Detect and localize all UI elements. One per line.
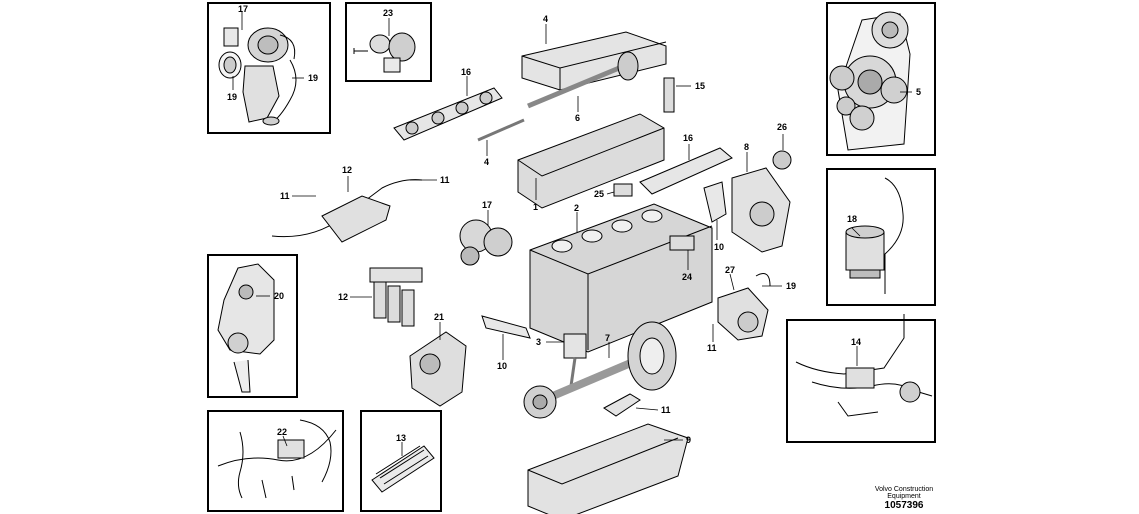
callout-25: 25 <box>594 189 604 199</box>
callout-18: 18 <box>847 214 857 224</box>
callout-12-harness: 12 <box>342 165 352 175</box>
callout-3: 3 <box>536 337 541 347</box>
oil-pump-20-drawing <box>217 263 275 393</box>
callout-6: 6 <box>575 113 580 123</box>
intake-manifold-drawing <box>639 147 733 195</box>
callout-11-right: 11 <box>440 175 450 185</box>
callout-5: 5 <box>916 87 921 97</box>
callout-7: 7 <box>605 333 610 343</box>
callout-1: 1 <box>533 202 538 212</box>
callout-15: 15 <box>695 81 705 91</box>
leader-lines <box>232 12 912 456</box>
injector-drawing <box>663 77 675 113</box>
cooler-13-drawing <box>371 445 435 493</box>
harness-14-drawing <box>795 314 933 417</box>
compressor-27-drawing <box>717 273 771 341</box>
rocker-cover-drawing <box>521 31 667 91</box>
callout-9: 9 <box>686 435 691 445</box>
callout-19-main: 19 <box>786 281 796 291</box>
harness-12-drawing <box>271 179 423 243</box>
bracket-10-right-drawing <box>703 181 727 223</box>
sensor-23-drawing <box>353 32 416 73</box>
callout-17-main: 17 <box>482 200 492 210</box>
pump-18-drawing <box>845 177 904 294</box>
callout-numbers: 17 19 19 23 4 5 6 15 16 4 1 16 26 8 25 1… <box>227 4 921 445</box>
callout-11-bottom: 11 <box>661 405 671 415</box>
callout-2: 2 <box>574 203 579 213</box>
crankshaft-drawing <box>523 321 677 419</box>
callout-19-box-left: 19 <box>227 92 237 102</box>
callout-4-top: 4 <box>543 14 548 24</box>
callout-16-left: 16 <box>461 67 471 77</box>
timing-gears-drawing <box>829 11 911 151</box>
callout-24: 24 <box>682 272 692 282</box>
water-pump-17-drawing <box>459 219 513 266</box>
callout-10-right: 10 <box>714 242 724 252</box>
camshaft-drawing <box>527 51 639 109</box>
bracket-11-drawing <box>603 393 641 417</box>
engine-block-drawing <box>529 203 713 353</box>
piston-drawing <box>563 333 587 387</box>
callout-14: 14 <box>851 337 861 347</box>
harness-22-drawing <box>217 419 337 499</box>
callout-4-pipe: 4 <box>484 157 489 167</box>
filter-bank-drawing <box>369 267 423 327</box>
callout-19-box-right: 19 <box>308 73 318 83</box>
callout-27: 27 <box>725 265 735 275</box>
callout-16-right: 16 <box>683 133 693 143</box>
callout-17-box: 17 <box>238 4 248 14</box>
exhaust-manifold-drawing <box>393 87 503 141</box>
callout-20: 20 <box>274 291 284 301</box>
callout-21: 21 <box>434 312 444 322</box>
drawing-footer: Volvo Construction Equipment 1057396 <box>868 486 940 512</box>
callout-10-left: 10 <box>497 361 507 371</box>
callout-23: 23 <box>383 8 393 18</box>
cylinder-head-drawing <box>517 113 665 209</box>
sensor-24-drawing <box>669 235 695 251</box>
brand-line-2: Equipment <box>887 493 921 500</box>
callout-11-compressor: 11 <box>707 343 717 353</box>
turbocharger-drawing <box>218 27 297 126</box>
oil-pan-drawing <box>527 423 689 514</box>
oil-pump-21-drawing <box>409 331 467 407</box>
callout-26: 26 <box>777 122 787 132</box>
callout-8: 8 <box>744 142 749 152</box>
drawing-number: 1057396 <box>884 500 924 511</box>
callout-22: 22 <box>277 427 287 437</box>
callout-13: 13 <box>396 433 406 443</box>
callout-12-filters: 12 <box>338 292 348 302</box>
brand-line-1: Volvo Construction <box>874 486 934 493</box>
detail-box-harness-22 <box>207 410 344 512</box>
sensor-25-drawing <box>613 183 633 197</box>
callout-11-left: 11 <box>280 191 290 201</box>
timing-cover-drawing <box>731 167 791 253</box>
pulley-26-drawing <box>772 150 792 170</box>
bracket-10-left-drawing <box>481 315 531 339</box>
